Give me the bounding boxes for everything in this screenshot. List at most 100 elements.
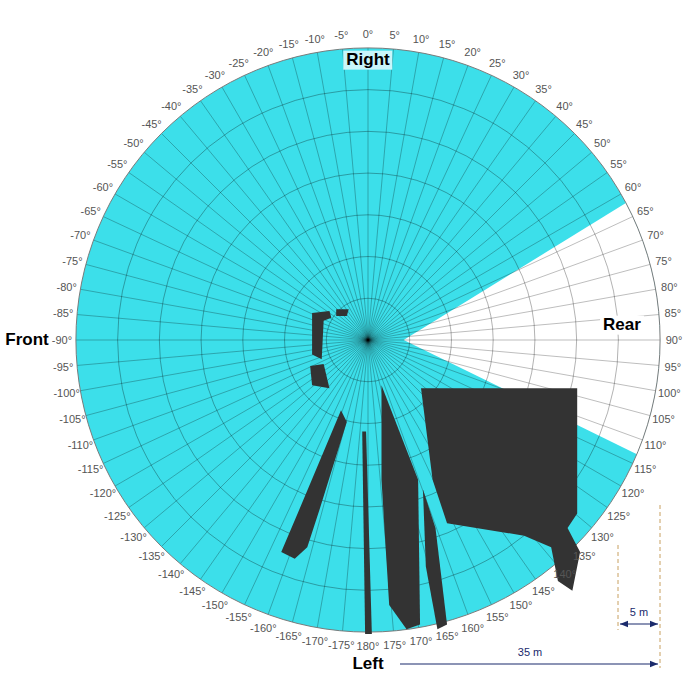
grid-spoke — [368, 152, 592, 340]
angle-label: 105° — [652, 413, 675, 425]
angle-label: 135° — [573, 550, 596, 562]
angle-label: -5° — [334, 29, 348, 41]
angle-label: -90° — [52, 334, 72, 346]
grid-spoke — [94, 340, 368, 440]
grid-spoke — [368, 264, 650, 340]
angle-label: 115° — [634, 463, 656, 475]
grid-spoke — [368, 66, 468, 340]
angle-label: 180° — [357, 640, 380, 652]
angle-label: -15° — [279, 38, 299, 50]
angle-label: 165° — [436, 630, 459, 642]
grid-spoke — [292, 58, 368, 340]
angle-label: 25° — [489, 57, 506, 69]
angle-label: -125° — [104, 509, 130, 521]
angle-label: 110° — [645, 439, 667, 451]
angle-label: -110° — [68, 439, 94, 451]
dimension-label: 5 m — [628, 606, 650, 618]
angle-label: 40° — [556, 100, 573, 112]
angle-label: -20° — [253, 46, 273, 58]
grid-spoke — [368, 340, 659, 365]
angle-label: -175° — [328, 639, 354, 651]
angle-label: 125° — [607, 509, 630, 521]
grid-spoke — [317, 52, 368, 340]
angle-label: 50° — [594, 137, 611, 149]
angle-label: 145° — [532, 585, 555, 597]
grid-spoke — [222, 87, 368, 340]
angle-label: 175° — [383, 639, 406, 651]
angle-label: -155° — [225, 611, 251, 623]
angle-label: 65° — [637, 205, 654, 217]
grid-spoke — [94, 240, 368, 340]
scale-arrows — [400, 624, 658, 664]
grid-spoke — [86, 340, 368, 416]
grid-spoke — [368, 48, 369, 340]
direction-label: Left — [349, 654, 386, 673]
angle-label: -70° — [70, 229, 90, 241]
angle-label: 15° — [439, 38, 456, 50]
angle-label: 5° — [389, 29, 400, 41]
angle-label: -95° — [53, 361, 73, 373]
grid-spoke — [80, 340, 368, 391]
grid-spoke — [368, 49, 393, 340]
angle-label: -35° — [182, 83, 202, 95]
scale-guides — [618, 505, 660, 668]
angle-label: 150° — [510, 599, 533, 611]
angle-label: -150° — [202, 599, 228, 611]
angle-label: -120° — [90, 487, 116, 499]
direction-label: Rear — [600, 316, 644, 335]
grid-spoke — [292, 340, 368, 622]
angle-label: 85° — [665, 307, 682, 319]
grid-spoke — [200, 101, 368, 340]
angle-label: 80° — [661, 281, 678, 293]
angle-label: -75° — [62, 255, 82, 267]
grid-spoke — [368, 340, 660, 341]
direction-label: Right — [343, 51, 392, 70]
angle-label: -10° — [305, 33, 325, 45]
grid-spoke — [368, 194, 621, 340]
grid-spoke — [76, 340, 368, 341]
angle-label: -40° — [161, 100, 181, 112]
direction-label: Front — [2, 331, 51, 350]
angle-label: -170° — [302, 635, 328, 647]
grid-spoke — [268, 66, 368, 340]
angle-label: -65° — [81, 205, 101, 217]
angle-label: -100° — [53, 387, 79, 399]
angle-label: -50° — [123, 137, 143, 149]
grid-spoke — [343, 49, 368, 340]
angle-label: 130° — [591, 531, 614, 543]
angle-label: -135° — [138, 550, 164, 562]
angle-label: 95° — [665, 361, 682, 373]
angle-label: 20° — [464, 46, 481, 58]
angle-label: 70° — [647, 229, 664, 241]
angle-label: 0° — [363, 28, 374, 40]
grid-spoke — [222, 340, 368, 593]
angle-label: -55° — [107, 158, 127, 170]
angle-label: 75° — [655, 255, 672, 267]
angle-label: 140° — [553, 568, 576, 580]
grid-spoke — [368, 87, 514, 340]
angle-label: 170° — [410, 635, 433, 647]
grid-spoke — [368, 315, 659, 340]
angle-label: 100° — [658, 387, 681, 399]
angle-label: 10° — [413, 33, 430, 45]
grid-ring — [326, 298, 409, 381]
grid-spoke — [368, 217, 633, 340]
grid-spoke — [368, 75, 491, 340]
angle-label: 30° — [513, 69, 530, 81]
grid-spoke — [103, 217, 368, 340]
angle-label: -85° — [53, 307, 73, 319]
angle-label: -145° — [179, 585, 205, 597]
grid-spoke — [180, 116, 368, 340]
angle-label: -115° — [78, 463, 104, 475]
grid-spoke — [245, 340, 368, 605]
grid-spoke — [86, 264, 368, 340]
angle-label: 35° — [535, 83, 552, 95]
angle-label: 55° — [610, 158, 627, 170]
angle-label: -130° — [120, 531, 146, 543]
angle-label: -105° — [59, 413, 85, 425]
grid-spoke — [368, 58, 444, 340]
angle-label: -45° — [141, 118, 161, 130]
grid-spoke — [268, 340, 368, 614]
grid-spoke — [368, 289, 656, 340]
dimension-label: 35 m — [516, 646, 544, 658]
